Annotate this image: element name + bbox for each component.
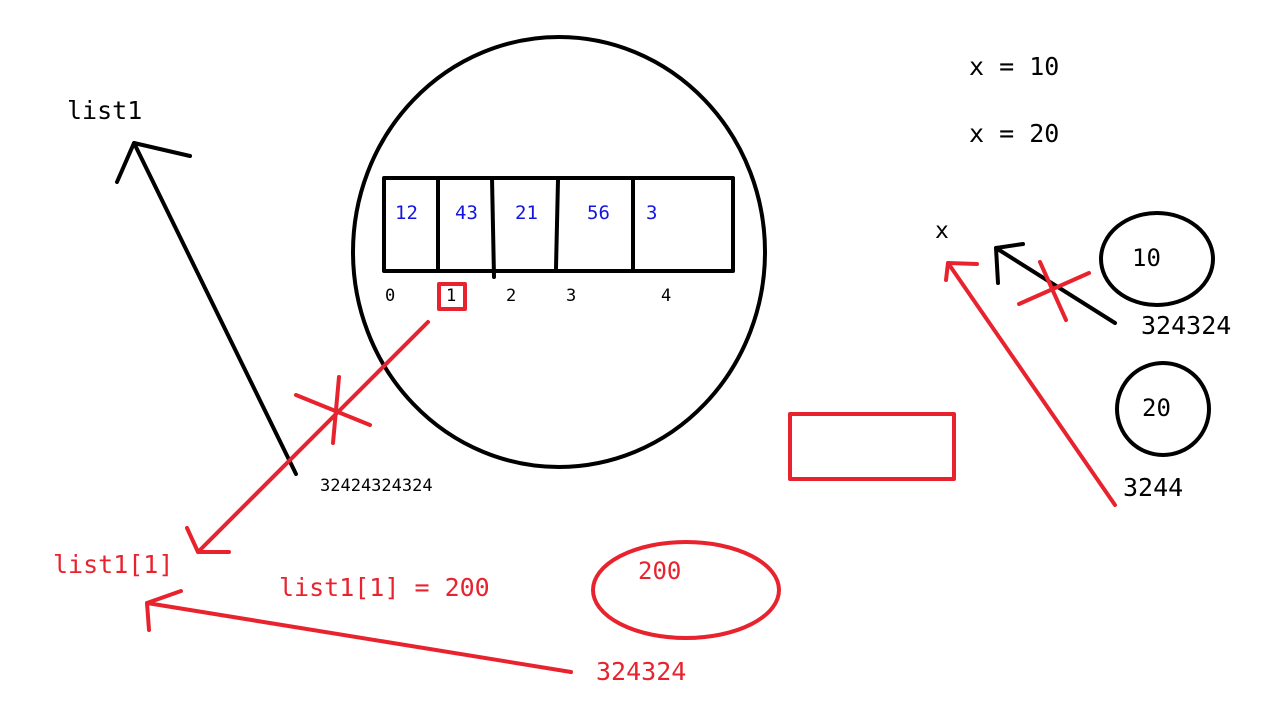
- int-200-value: 200: [638, 557, 681, 585]
- array-divider-3: [554, 178, 560, 270]
- index-3: 3: [566, 286, 576, 306]
- index-1-highlight-box: [437, 282, 467, 311]
- array-cell-2: 21: [515, 202, 538, 224]
- list-array-box: [382, 176, 735, 273]
- list-object-circle: [351, 35, 767, 469]
- array-cell-4: 3: [646, 202, 657, 224]
- x-equals-10: x = 10: [969, 52, 1059, 81]
- array-cell-1: 43: [455, 202, 478, 224]
- x-new-arrowhead: [944, 261, 979, 282]
- list-object-address: 32424324324: [320, 476, 433, 496]
- index-2: 2: [506, 286, 516, 306]
- assignment-label: list1[1] = 200: [279, 573, 490, 602]
- array-cell-3: 56: [587, 202, 610, 224]
- int-10-value: 10: [1132, 244, 1161, 272]
- list1-label: list1: [67, 96, 142, 125]
- array-cell-0: 12: [395, 202, 418, 224]
- index-4: 4: [661, 286, 671, 306]
- array-divider-2: [490, 176, 496, 279]
- new-element-arrowhead: [145, 589, 183, 632]
- x-new-arrow-line: [946, 261, 1117, 507]
- int-10-address: 324324: [1141, 311, 1231, 340]
- old-element-arrowhead: [185, 526, 231, 554]
- old-element-cross-b: [294, 393, 372, 427]
- x-equals-20: x = 20: [969, 119, 1059, 148]
- x-variable-label: x: [935, 218, 949, 244]
- list1-arrow-line: [132, 141, 298, 476]
- index-0: 0: [385, 286, 395, 306]
- int-20-address: 3244: [1123, 473, 1183, 502]
- x-old-arrowhead: [994, 242, 1025, 285]
- int-20-value: 20: [1142, 394, 1171, 422]
- int-10-circle: [1099, 211, 1215, 307]
- int-200-address: 324324: [596, 657, 686, 686]
- list1-index-1-label: list1[1]: [53, 550, 173, 579]
- index-1: 1: [446, 286, 456, 306]
- x-old-arrow-cross-b: [1017, 271, 1091, 306]
- int-200-ellipse: [591, 540, 781, 640]
- new-element-arrow-line: [145, 601, 573, 674]
- x-old-arrow-line: [994, 246, 1117, 325]
- list1-arrowhead: [115, 141, 192, 184]
- old-element-arrow-line: [196, 320, 430, 554]
- empty-red-box: [788, 412, 956, 481]
- int-20-circle: [1115, 361, 1211, 457]
